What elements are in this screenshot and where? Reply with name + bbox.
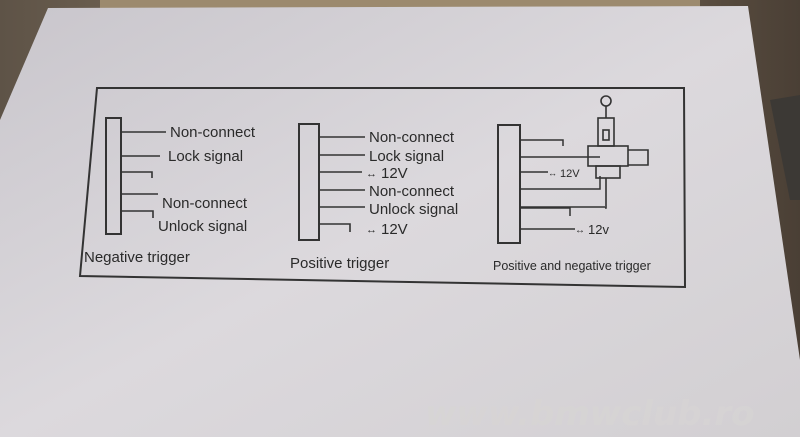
watermark: www.bmwclub.ro [425,394,755,434]
connector-block [497,124,521,244]
wire-label: 12V [381,165,408,182]
wire-label: Non-connect [170,124,256,141]
wire-label: 12v [588,222,609,237]
positive-trigger-diagram: Non-connect Lock signal ↔ 12V Non-connec… [290,123,458,272]
connector-block [105,117,122,235]
connector-block [298,123,320,241]
actuator-icon [587,95,649,209]
diagram-frame [78,87,687,289]
wire-label: Lock signal [168,148,243,165]
double-arrow-icon: ↔ [366,168,377,180]
wire-label: Non-connect [162,195,248,212]
combined-trigger-diagram: ↔ 12V ↔ 12v Positive and negative trigge… [493,95,651,273]
wire-label: Non-connect [369,129,455,146]
wire-lines [319,136,365,232]
wire-label: 12V [381,221,408,238]
wire-label: Unlock signal [158,218,247,235]
diagram-caption: Negative trigger [84,249,190,266]
wire-lines [520,139,605,230]
diagram-caption: Positive trigger [290,255,389,272]
double-arrow-icon: ↔ [548,168,557,178]
double-arrow-icon: ↔ [575,225,585,236]
diagram-caption: Positive and negative trigger [493,259,651,273]
dark-corner [770,95,800,200]
wire-label: Unlock signal [369,201,458,218]
wire-label: Non-connect [369,183,455,200]
wire-label: 12V [560,168,580,180]
wire-label: Lock signal [369,148,444,165]
paper-sheet [0,6,800,437]
wire-lines [121,131,166,218]
double-arrow-icon: ↔ [366,224,377,236]
negative-trigger-diagram: Non-connect Lock signal Non-connect Unlo… [84,117,256,266]
